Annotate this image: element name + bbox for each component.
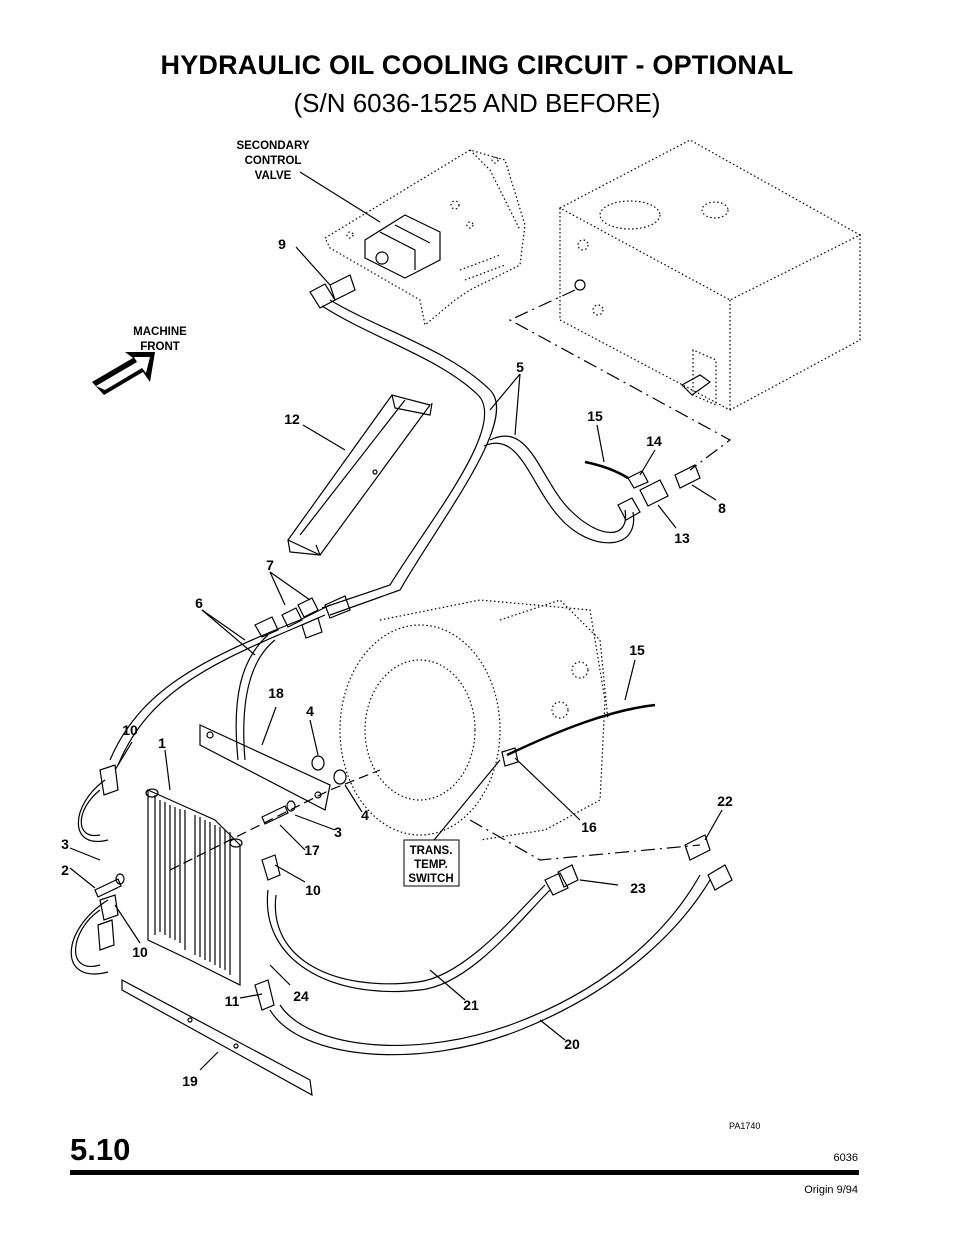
hose-20: [269, 879, 711, 1056]
page-subtitle: (S/N 6036-1525 AND BEFORE): [293, 88, 661, 118]
callout-9: 9: [278, 236, 286, 252]
machine-front-arrow-icon: [92, 352, 155, 395]
fitting-9: [329, 274, 356, 301]
machine-front-label-1: MACHINE: [133, 326, 187, 338]
callout-23: 23: [630, 880, 646, 896]
callout-10-bottom: 10: [132, 944, 148, 960]
callout-15-top: 15: [587, 408, 603, 424]
callout-10-top: 10: [122, 722, 138, 738]
callout-21: 21: [463, 997, 479, 1013]
hydraulic-tank: [558, 139, 862, 411]
page-title: HYDRAULIC OIL COOLING CIRCUIT - OPTIONAL: [160, 50, 794, 80]
callout-1: 1: [158, 735, 166, 751]
callout-5: 5: [516, 359, 524, 375]
callout-22: 22: [717, 793, 733, 809]
callout-3-right: 3: [334, 824, 342, 840]
trans-temp-switch-label-2: TEMP.: [414, 859, 448, 871]
callout-3-left: 3: [61, 836, 69, 852]
callout-4-top: 4: [306, 703, 314, 719]
footer-rule: [70, 1170, 859, 1175]
callout-8: 8: [718, 500, 726, 516]
callout-7: 7: [266, 557, 274, 573]
trans-temp-switch-box: [403, 839, 460, 887]
secondary-control-valve-label-1: SECONDARY: [236, 140, 309, 152]
callout-16: 16: [581, 819, 597, 835]
secondary-control-valve-label-2: CONTROL: [245, 155, 302, 167]
figure-id: PA1740: [729, 1121, 761, 1131]
callout-12: 12: [284, 411, 300, 427]
callout-19: 19: [182, 1073, 198, 1089]
origin-date: Origin 9/94: [804, 1184, 858, 1196]
document-number: 6036: [833, 1152, 858, 1164]
secondary-control-valve-label-3: VALVE: [255, 170, 292, 182]
hose-5: [329, 299, 497, 616]
callout-4-bottom: 4: [361, 807, 369, 823]
valve-mounting-plate: [324, 149, 526, 327]
trans-temp-switch-label-1: TRANS.: [410, 845, 453, 857]
callout-14: 14: [646, 433, 662, 449]
trans-temp-switch-label-3: SWITCH: [408, 873, 453, 885]
callout-24: 24: [293, 988, 309, 1004]
transmission: [339, 599, 609, 841]
callout-6: 6: [195, 595, 203, 611]
callout-20: 20: [564, 1036, 580, 1052]
secondary-control-valve: [364, 214, 441, 279]
callout-13: 13: [674, 530, 690, 546]
callout-10-right: 10: [305, 882, 321, 898]
callout-17: 17: [304, 842, 320, 858]
section-number: 5.10: [70, 1132, 131, 1167]
bracket-12: [287, 394, 433, 556]
callout-15-right: 15: [629, 642, 645, 658]
hose-21: [266, 889, 551, 993]
strap-19: [121, 979, 313, 1097]
callout-18: 18: [268, 685, 284, 701]
oil-cooler: [145, 788, 243, 986]
machine-front-label-2: FRONT: [140, 341, 180, 353]
callout-2: 2: [61, 862, 69, 878]
callout-11: 11: [225, 993, 240, 1009]
